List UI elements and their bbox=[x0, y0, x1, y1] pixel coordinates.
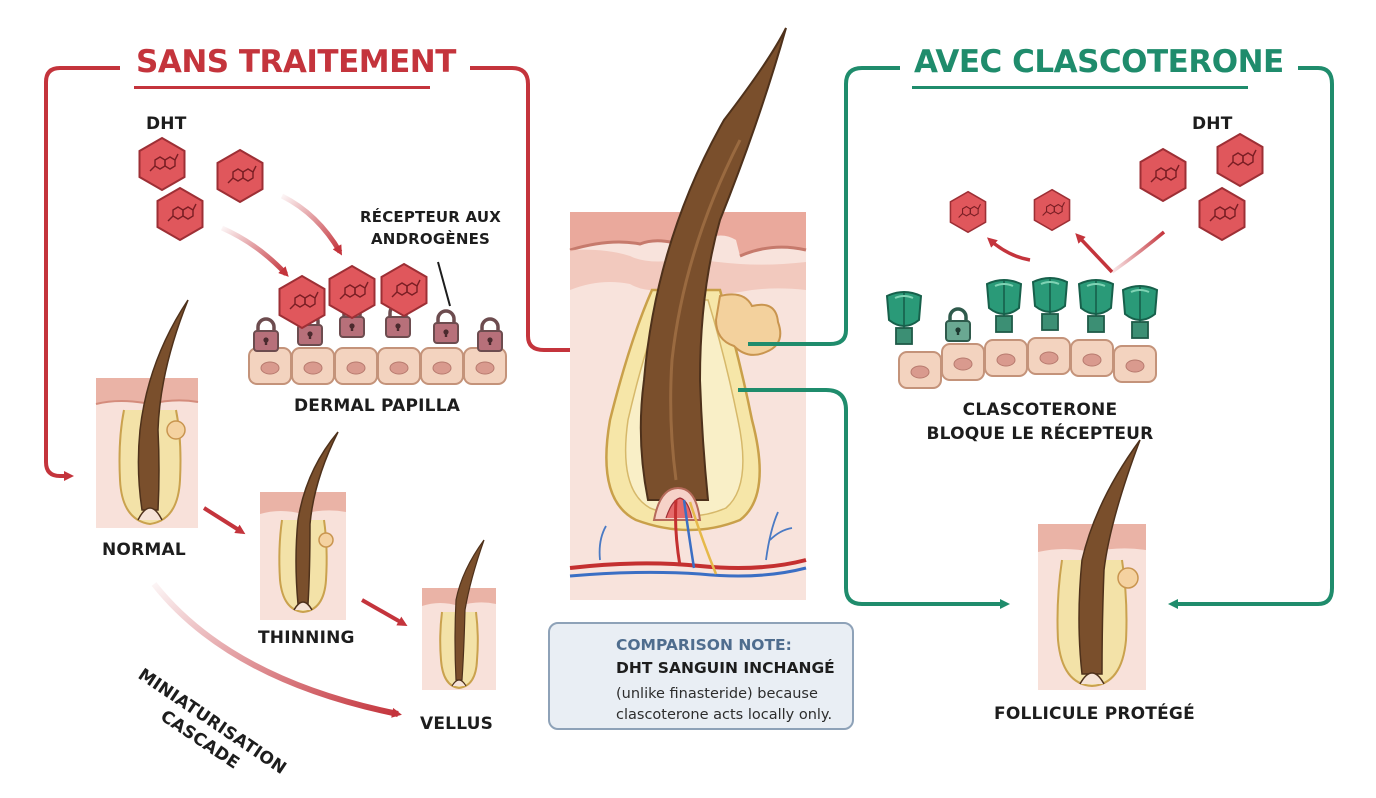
diagram-artwork bbox=[44, 27, 1334, 718]
dht-molecule bbox=[1198, 187, 1246, 241]
clascoterone-shield bbox=[1078, 279, 1114, 333]
treated-title-underline bbox=[912, 86, 1248, 89]
stage-normal-label: NORMAL bbox=[102, 540, 186, 560]
bound-dht-molecule bbox=[380, 263, 428, 317]
check-circle-icon bbox=[970, 713, 974, 717]
stage-thinning-label: THINNING bbox=[258, 628, 355, 648]
clascoterone-shield bbox=[986, 279, 1022, 333]
untreated-title: SANS TRAITEMENT bbox=[122, 44, 470, 80]
comparison-note-subheading: DHT SANGUIN INCHANGÉ bbox=[616, 659, 835, 677]
clascoterone-blocks-label: CLASCOTERONE BLOQUE LE RÉCEPTEUR bbox=[926, 400, 1154, 444]
dht-molecule bbox=[1139, 148, 1187, 202]
bound-dht-molecule bbox=[328, 265, 376, 319]
androgen-receptor-label: RÉCEPTEUR AUX ANDROGÈNES bbox=[360, 208, 501, 248]
dermal-papilla-cells bbox=[248, 347, 507, 385]
comparison-note-box: COMPARISON NOTE: DHT SANGUIN INCHANGÉ (u… bbox=[548, 622, 854, 730]
follicle-vellus bbox=[422, 539, 496, 690]
untreated-title-underline bbox=[134, 86, 430, 89]
follicle-protected bbox=[1038, 439, 1146, 690]
clascoterone-shield bbox=[886, 291, 922, 345]
treated-title: AVEC CLASCOTERONE bbox=[900, 44, 1298, 80]
dht-molecule bbox=[138, 137, 186, 191]
comparison-note-body: (unlike finasteride) because clascoteron… bbox=[616, 686, 833, 723]
deflected-dht-molecule bbox=[1033, 188, 1071, 232]
dermal-papilla-label: DERMAL PAPILLA bbox=[294, 396, 461, 416]
dht-molecule bbox=[156, 187, 204, 241]
dht-label-left: DHT bbox=[146, 114, 187, 134]
diagram-stage: SANS TRAITEMENT AVEC CLASCOTERONE DHT RÉ… bbox=[44, 27, 1334, 779]
dht-label-right: DHT bbox=[1192, 114, 1233, 134]
follicle-protected-label: FOLLICULE PROTÉGÉ bbox=[994, 704, 1195, 724]
dht-molecule bbox=[1216, 133, 1264, 187]
comparison-note-heading: COMPARISON NOTE: bbox=[616, 636, 792, 654]
clascoterone-shield bbox=[1122, 285, 1158, 339]
deflected-dht-molecule bbox=[949, 190, 987, 234]
clascoterone-shield bbox=[1032, 277, 1068, 331]
follicle-normal bbox=[95, 299, 199, 528]
follicle-thinning bbox=[260, 431, 346, 620]
protected-papilla-cells bbox=[898, 337, 1157, 389]
stage-vellus-label: VELLUS bbox=[420, 714, 494, 734]
dht-molecule bbox=[216, 149, 264, 203]
central-follicle bbox=[569, 27, 807, 600]
